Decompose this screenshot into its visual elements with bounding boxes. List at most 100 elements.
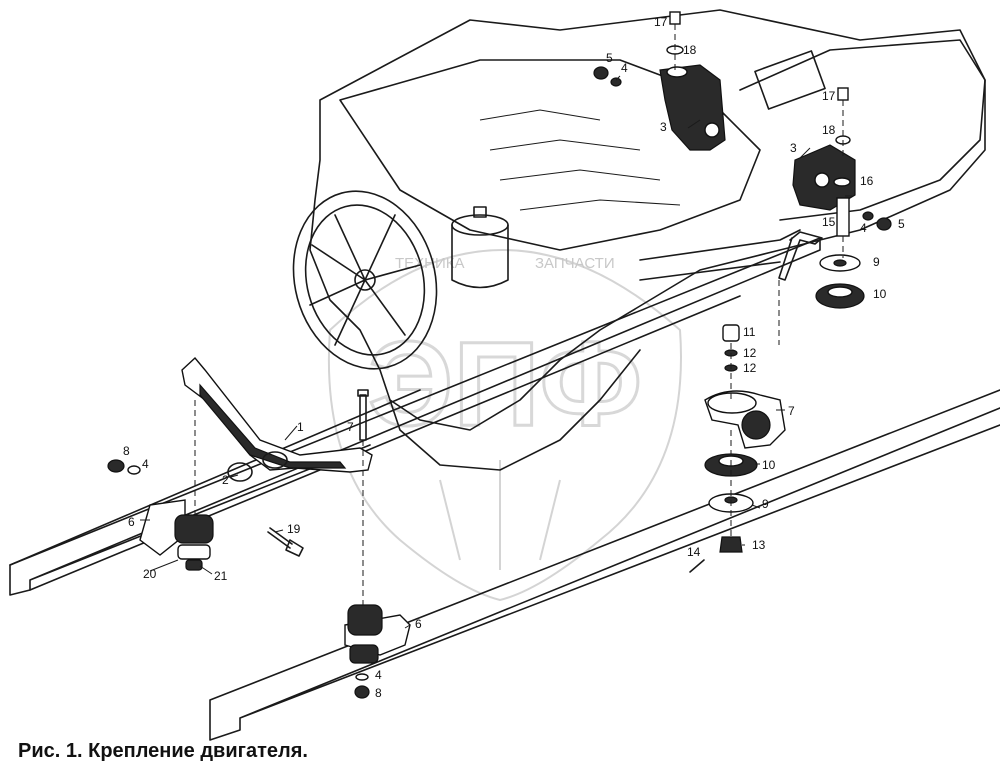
watermark-big-text: ЭПФ xyxy=(368,317,642,451)
nut-5a xyxy=(593,66,609,80)
label-3-a: 3 xyxy=(660,120,667,134)
label-6-a: 6 xyxy=(128,515,135,529)
nut-21 xyxy=(185,559,203,571)
cushion-right xyxy=(347,604,383,636)
label-9-a: 9 xyxy=(873,255,880,269)
bracket-7-bore xyxy=(707,392,757,414)
label-21: 21 xyxy=(214,569,228,583)
watermark-shield xyxy=(327,249,682,602)
label-8-b: 8 xyxy=(375,686,382,700)
figure-caption: Рис. 1. Крепление двигателя. xyxy=(18,740,308,762)
bolt-17b xyxy=(837,87,849,101)
label-19: 19 xyxy=(287,522,301,536)
washer-4c xyxy=(127,465,141,475)
label-14: 14 xyxy=(687,545,701,559)
nut-8a xyxy=(107,459,125,473)
fan-ring-inner xyxy=(304,204,426,356)
engine-outline xyxy=(309,9,986,431)
label-4-a: 4 xyxy=(621,61,628,75)
nut-13 xyxy=(719,536,743,553)
label-6-b: 6 xyxy=(415,617,422,631)
washer-9a-center xyxy=(833,259,847,267)
cushion-left-base xyxy=(177,544,211,560)
transmission xyxy=(739,39,986,221)
bolt-7 xyxy=(357,389,369,441)
label-5-a: 5 xyxy=(606,51,613,65)
label-2: 2 xyxy=(222,473,229,487)
label-13: 13 xyxy=(752,538,766,552)
bolt-19 xyxy=(267,527,304,557)
link-arm xyxy=(778,231,823,281)
label-20: 20 xyxy=(143,567,157,581)
cushion-left xyxy=(174,514,214,544)
bolt-17a xyxy=(669,11,681,25)
washer-4b xyxy=(862,211,874,221)
crossmember-body xyxy=(181,356,373,473)
washer-16 xyxy=(833,177,851,187)
label-18-a: 18 xyxy=(683,43,697,57)
bracket-3-left-hole xyxy=(704,122,720,138)
fan-ring xyxy=(292,190,438,370)
sleeve-11 xyxy=(722,324,740,342)
bracket-3-left xyxy=(659,64,726,151)
cushion-right-base xyxy=(349,644,379,664)
washer-4a xyxy=(610,77,622,87)
crossmember-shade xyxy=(199,383,347,469)
bracket-3-left-boss xyxy=(666,66,688,78)
leader-lines xyxy=(140,75,852,629)
label-10-b: 10 xyxy=(762,458,776,472)
oil-filter xyxy=(451,206,509,289)
label-15: 15 xyxy=(822,215,836,229)
label-1: 1 xyxy=(297,420,304,434)
label-4-d: 4 xyxy=(375,668,382,682)
engine-ribs xyxy=(479,109,681,211)
assembly-axes xyxy=(194,24,844,605)
crossmember-bore xyxy=(262,451,288,469)
front-left-mount xyxy=(107,459,304,571)
label-7-b: 7 xyxy=(788,404,795,418)
label-17-a: 17 xyxy=(654,15,668,29)
right-frame-rail xyxy=(209,389,1000,741)
filter-body xyxy=(451,224,509,289)
frame-rails xyxy=(9,237,1000,741)
label-12-a: 12 xyxy=(743,346,757,360)
fan-hub xyxy=(354,269,376,291)
label-5-b: 5 xyxy=(898,217,905,231)
washer-4d xyxy=(355,673,369,681)
cotter-14 xyxy=(689,559,705,573)
label-16: 16 xyxy=(860,174,874,188)
front-right-mount xyxy=(344,604,411,699)
label-10-a: 10 xyxy=(873,287,887,301)
cushion-10a-top xyxy=(827,286,853,298)
rear-mount-stack xyxy=(689,254,865,573)
watermark-wheat xyxy=(439,460,561,570)
bracket-7-shade xyxy=(741,410,771,440)
engine-head xyxy=(339,59,761,251)
fan-blades xyxy=(309,214,421,346)
label-11: 11 xyxy=(743,325,756,339)
label-4-c: 4 xyxy=(142,457,149,471)
leaders xyxy=(140,75,852,629)
label-9-b: 9 xyxy=(762,497,769,511)
watermark-text-right: ЗАПЧАСТИ xyxy=(535,255,615,272)
front-crossmember xyxy=(181,356,373,482)
oil-pan xyxy=(389,349,641,471)
nut-5b xyxy=(876,217,892,231)
bolt-15 xyxy=(836,197,850,237)
label-17-b: 17 xyxy=(822,89,836,103)
upper-right-bracket xyxy=(778,87,892,281)
nut-8b xyxy=(354,685,370,699)
engine-block xyxy=(309,9,986,471)
label-4-b: 4 xyxy=(860,221,867,235)
filter-cap xyxy=(473,206,487,218)
part-labels: 17 18 5 4 3 17 18 3 16 15 4 5 9 10 11 12… xyxy=(123,15,905,700)
label-3-b: 3 xyxy=(790,141,797,155)
label-8-a: 8 xyxy=(123,444,130,458)
label-12-b: 12 xyxy=(743,361,757,375)
cooling-fan xyxy=(292,190,438,370)
label-18-b: 18 xyxy=(822,123,836,137)
upper-left-bracket xyxy=(593,11,726,151)
bracket-3-right-hole xyxy=(814,172,830,188)
